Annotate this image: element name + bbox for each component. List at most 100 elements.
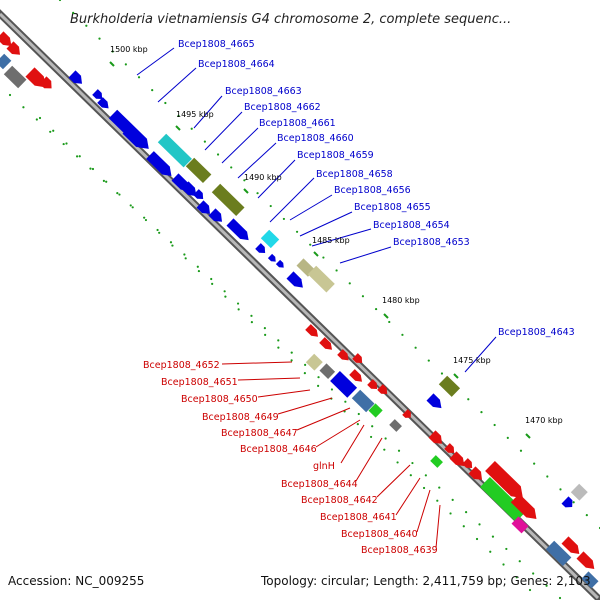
gene-label[interactable]: Bcep1808_4646	[240, 444, 317, 455]
grid-dot	[237, 308, 240, 311]
gene-feature	[444, 443, 455, 453]
gene-label[interactable]: Bcep1808_4659	[297, 150, 374, 161]
gene-shape	[377, 384, 388, 394]
topology-text: Topology: circular; Length: 2,411,759 bp…	[261, 574, 591, 588]
gene-shape	[185, 157, 212, 184]
gene-label[interactable]: Bcep1808_4639	[361, 545, 438, 556]
gene-feature	[267, 253, 276, 262]
gene-feature	[570, 483, 588, 501]
gene-shape	[92, 89, 103, 99]
grid-dot	[143, 216, 146, 219]
grid-dot	[85, 24, 88, 27]
grid-dot	[374, 307, 378, 311]
gene-label[interactable]: Bcep1808_4663	[225, 86, 302, 97]
gene-shape	[305, 324, 319, 337]
tick-mark	[109, 61, 115, 67]
grid-dot	[558, 596, 562, 600]
gene-label[interactable]: Bcep1808_4642	[301, 495, 378, 506]
grid-dot	[177, 114, 180, 118]
grid-dot	[8, 93, 12, 97]
tick-label: 1470 kbp	[525, 416, 563, 425]
gene-shape	[561, 496, 573, 508]
gene-shape	[349, 369, 363, 382]
gene-label[interactable]: Bcep1808_4643	[498, 327, 575, 338]
grid-dot	[383, 448, 386, 451]
grid-dot	[427, 359, 430, 362]
gene-label[interactable]: Bcep1808_4665	[178, 39, 255, 50]
grid-dot	[156, 228, 159, 232]
gene-labels-bottom: Bcep1808_4652 Bcep1808_4651 Bcep1808_465…	[143, 360, 438, 556]
gene-feature	[211, 183, 245, 217]
grid-dot	[357, 412, 360, 416]
gene-shape	[260, 229, 280, 249]
grid-dot	[532, 572, 535, 575]
tick-mark	[453, 373, 459, 379]
tick-mark	[243, 188, 249, 194]
gene-label[interactable]: Bcep1808_4655	[354, 202, 431, 213]
gene-label[interactable]: Bcep1808_4660	[277, 133, 354, 144]
grid-dot	[72, 11, 75, 14]
leader-line	[237, 377, 301, 381]
gene-label[interactable]: Bcep1808_4644	[281, 479, 358, 490]
gene-shape	[426, 393, 442, 409]
leader-line	[395, 477, 421, 516]
gene-feature	[462, 458, 473, 468]
gene-label[interactable]: Bcep1808_4640	[341, 529, 418, 540]
grid-dot	[290, 359, 293, 362]
grid-dot	[491, 535, 495, 538]
leader-line	[339, 246, 392, 264]
grid-dot	[528, 588, 532, 592]
tick-mark	[525, 433, 531, 439]
grid-dot	[545, 584, 548, 587]
gene-feature	[351, 389, 375, 413]
gene-feature	[181, 181, 197, 197]
grid-dot	[422, 486, 426, 490]
grid-dot	[105, 180, 108, 183]
gene-shape	[576, 551, 595, 569]
gene-label[interactable]: Bcep1808_4658	[316, 169, 393, 180]
leader-line	[277, 397, 333, 415]
gene-shape	[402, 409, 411, 418]
gene-feature	[307, 265, 335, 293]
gene-feature	[485, 460, 523, 499]
grid-dot	[317, 384, 320, 387]
gene-label[interactable]: Bcep1808_4653	[393, 237, 470, 248]
grid-dot	[111, 50, 114, 53]
gene-label[interactable]: Bcep1808_4649	[202, 412, 279, 423]
grid-dot	[309, 243, 312, 246]
gene-shape	[211, 183, 245, 217]
gene-shape	[480, 476, 526, 522]
gene-feature	[368, 403, 383, 418]
gene-label[interactable]: Bcep1808_4651	[161, 377, 238, 388]
gene-label[interactable]: Bcep1808_4656	[334, 185, 411, 196]
grid-dot	[196, 265, 199, 268]
gene-feature	[6, 41, 21, 55]
gene-shape	[157, 133, 192, 168]
grid-dot	[223, 290, 226, 293]
gene-label[interactable]: Bcep1808_4650	[181, 394, 258, 405]
gene-feature	[226, 218, 249, 241]
gene-label[interactable]: Bcep1808_4662	[244, 102, 321, 113]
gene-label[interactable]: glnH	[313, 461, 335, 472]
gene-label[interactable]: Bcep1808_4652	[143, 360, 220, 371]
grid-dot	[304, 363, 307, 367]
gene-shape	[430, 455, 443, 468]
gene-shape	[570, 483, 588, 501]
gene-shape	[319, 363, 336, 379]
grid-dot	[506, 436, 509, 439]
grid-dot	[518, 560, 521, 563]
grid-dot	[475, 537, 479, 541]
gene-label[interactable]: Bcep1808_4664	[198, 59, 275, 70]
grid-dot	[210, 277, 213, 281]
gene-label[interactable]: Bcep1808_4647	[221, 428, 298, 439]
grid-dot	[197, 269, 201, 273]
grid-dot	[505, 547, 508, 551]
gene-feature	[319, 337, 333, 350]
gene-label[interactable]: Bcep1808_4654	[373, 220, 450, 231]
gene-feature	[157, 133, 192, 168]
gene-label[interactable]: Bcep1808_4661	[259, 118, 336, 129]
gene-shape	[39, 76, 52, 89]
gene-label[interactable]: Bcep1808_4641	[320, 512, 397, 523]
gene-feature	[3, 65, 27, 89]
